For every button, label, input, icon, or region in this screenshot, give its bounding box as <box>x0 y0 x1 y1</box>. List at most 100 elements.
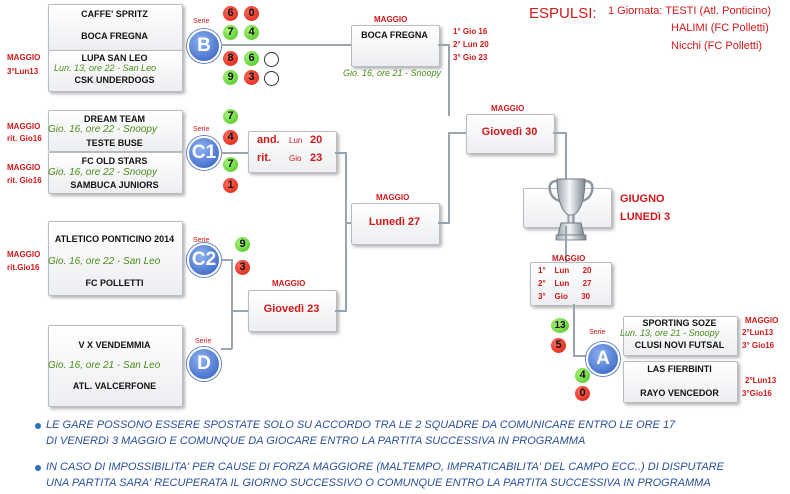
serie-label-a: Serie <box>589 329 606 336</box>
group-b-box-top <box>48 4 183 51</box>
line-g30-out <box>553 132 566 134</box>
group-c2-box <box>48 221 183 296</box>
score-b-2: 0 <box>244 6 259 21</box>
score-b-3: 7 <box>223 25 238 40</box>
team-csk-underdogs: CSK UNDERDOGS <box>74 75 155 85</box>
month-c1-2: MAGGIO <box>7 163 41 172</box>
a-sched-box <box>530 262 612 306</box>
score-b-1: 6 <box>223 6 238 21</box>
note-2b: UNA PARTITA SARA' RECUPERATA IL GIORNO S… <box>46 477 711 489</box>
boca-sched-1: 1° Gio 16 <box>453 27 488 36</box>
group-d-box <box>48 325 183 407</box>
team-las-fierbinti: LAS FIERBINTI <box>647 364 712 374</box>
c1-row1-label: and. <box>257 134 280 146</box>
group-c2-badge: C2 <box>187 243 221 277</box>
gio23-label: Giovedì 23 <box>263 303 320 315</box>
game-info-b: Lun. 13, ore 22 - San Leo <box>54 63 157 73</box>
gio30-label: Giovedì 30 <box>481 126 538 138</box>
boca-winner: BOCA FREGNA <box>361 30 428 40</box>
score-b-7: 9 <box>223 70 238 85</box>
line-c2-h <box>221 259 232 261</box>
serie-label-c1: Serie <box>193 126 210 133</box>
month-gio30: MAGGIO <box>491 104 525 113</box>
score-c2-1: 9 <box>235 237 250 252</box>
line-g23-h <box>335 310 346 312</box>
gio30-box <box>466 114 555 154</box>
score-c2-2: 3 <box>235 260 250 275</box>
date-a-4: 3°Gio16 <box>742 389 772 398</box>
group-c1-box-top <box>48 110 183 152</box>
team-clusi-novi-futsal: CLUSI NOVI FUTSAL <box>634 340 725 350</box>
team-rayo-vencedor: RAYO VENCEDOR <box>640 388 719 398</box>
score-b-empty-1 <box>264 52 279 67</box>
date-c1-2: rit. Gio16 <box>7 176 42 185</box>
score-c1-2: 4 <box>223 130 238 145</box>
line-g30-down <box>565 132 567 188</box>
line-g30-in <box>448 132 466 134</box>
note-bullet-1 <box>35 423 41 429</box>
note-1a: LE GARE POSSONO ESSERE SPOSTATE SOLO SU … <box>46 419 676 431</box>
group-a-badge: A <box>586 342 620 376</box>
score-b-8: 3 <box>244 70 259 85</box>
group-b-box-bottom <box>48 50 183 92</box>
date-c1-1: rit. Gio16 <box>7 134 42 143</box>
espulsi-title: ESPULSI: <box>529 5 597 22</box>
line-b-out <box>221 44 351 46</box>
date-a-1: 2°Lun13 <box>742 328 774 337</box>
lun27-label: Lunedì 27 <box>368 216 421 228</box>
serie-label-c2: Serie <box>193 237 210 244</box>
a-sched-row-3: 3° Gio 30 <box>538 292 591 301</box>
team-vx-vendemmia: V X VENDEMMIA <box>78 340 151 350</box>
month-a-sched: MAGGIO <box>552 254 586 263</box>
score-b-empty-2 <box>264 71 279 86</box>
date-a-2: 3° Gio16 <box>742 341 775 350</box>
final-month: GIUGNO <box>620 193 665 205</box>
espulsi-line3: Nicchi (FC Polletti) <box>671 40 763 52</box>
team-teste-buse: TESTE BUSE <box>86 138 143 148</box>
score-b-5: 8 <box>223 51 238 66</box>
line-c1m-h <box>335 152 346 154</box>
line-boca-h <box>438 44 449 46</box>
line-d-h <box>221 348 232 350</box>
line-c1-out <box>221 152 248 154</box>
group-b-badge: B <box>187 29 221 63</box>
score-a-3: 4 <box>575 368 590 383</box>
a-sched-row-1: 1° Lun 20 <box>538 266 592 275</box>
line-c1m-v <box>345 152 347 312</box>
line-a-h <box>573 355 587 357</box>
trophy-icon <box>548 178 594 241</box>
line-l27-h <box>346 222 351 224</box>
score-a-1: 13 <box>551 318 569 333</box>
score-c1-4: 1 <box>223 178 238 193</box>
boca-sched: 1° Gio 16 2° Lun 20 3° Gio 23 <box>453 25 489 64</box>
boca-sched-3: 3° Gio 23 <box>453 53 488 62</box>
month-c2: MAGGIO <box>7 250 41 259</box>
line-c2-v <box>231 259 233 349</box>
c1-row1-num: 20 <box>310 134 323 146</box>
game-info-a: Lun. 13, ore 21 - Snoopy <box>620 328 720 338</box>
team-sporting-soze: SPORTING SOZE <box>642 318 717 328</box>
note-2a: IN CASO DI IMPOSSIBILITA' PER CAUSE DI F… <box>46 461 724 473</box>
score-c1-1: 7 <box>223 109 238 124</box>
score-c1-3: 7 <box>223 157 238 172</box>
c1-row2-label: rit. <box>257 152 272 164</box>
team-atletico-ponticino: ATLETICO PONTICINO 2014 <box>54 234 175 244</box>
group-a-box-bottom <box>623 361 738 403</box>
team-caffe-spritz: CAFFE' SPRITZ <box>81 9 148 19</box>
team-fc-old-stars: FC OLD STARS <box>81 156 148 166</box>
line-l27-v <box>448 132 450 224</box>
boca-sched-2: 2° Lun 20 <box>453 40 489 49</box>
a-sched-table: 1° Lun 20 2° Lun 27 3° Gio 30 <box>538 264 591 303</box>
month-a: MAGGIO <box>745 316 779 325</box>
c1-row2-day: Gio <box>289 154 302 163</box>
score-b-4: 4 <box>244 25 259 40</box>
group-a-box-top <box>623 316 738 356</box>
team-boca-fregna: BOCA FREGNA <box>81 31 148 41</box>
line-final-down <box>565 226 567 262</box>
c1-row1: and. <box>257 134 280 146</box>
boca-info: Gio. 16, ore 21 - Snoopy <box>343 68 442 78</box>
game-info-c1-2: Gio. 16, ore 22 - Snoopy <box>48 167 157 178</box>
game-info-c2: Gio. 16, ore 22 - San Leo <box>48 256 161 267</box>
group-d-badge: D <box>187 347 221 381</box>
date-c2: rit.Gio16 <box>7 263 40 272</box>
